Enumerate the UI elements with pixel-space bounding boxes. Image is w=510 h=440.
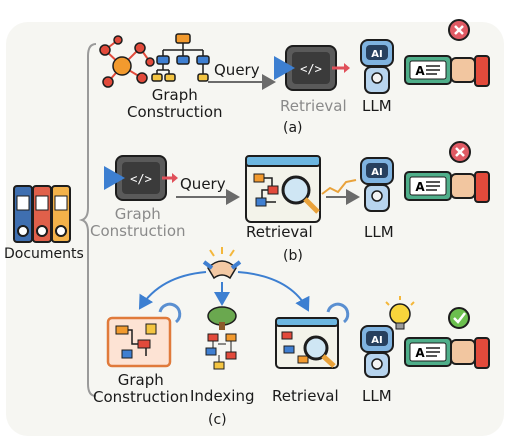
caption-a: (a) — [283, 120, 303, 136]
arrow-to-retrieval-c — [237, 271, 310, 312]
retrieval-window-icon-c — [275, 302, 350, 369]
graph-construction-text-b: Graph Construction — [90, 205, 186, 240]
graph-construction-text-a: Graph Construction — [127, 86, 223, 121]
svg-text:AI: AI — [371, 167, 382, 178]
query-label-a: Query — [214, 61, 260, 79]
svg-text:AI: AI — [371, 49, 382, 60]
answer-card-icon-a: A — [404, 19, 490, 87]
cropped-top-text — [80, 0, 500, 8]
answer-card-icon-c: A — [404, 307, 490, 369]
llm-label-c: LLM — [362, 387, 392, 405]
robot-ai-icon-a: AI — [360, 39, 394, 94]
knowledge-graph-icon — [99, 35, 155, 88]
caption-c: (c) — [208, 412, 227, 428]
caption-b: (b) — [283, 248, 303, 264]
code-block-icon-b: </> — [104, 155, 178, 201]
arrow-to-graph-c — [138, 271, 207, 310]
retrieval-label-a: Retrieval — [280, 97, 347, 115]
index-graph-icon — [205, 333, 237, 370]
graph-construction-label-c: Graph Construction — [93, 372, 189, 406]
handshake-icon — [202, 247, 242, 280]
svg-text:AI: AI — [371, 335, 382, 346]
robot-ai-icon-b: AI — [360, 157, 394, 212]
curly-brace — [78, 43, 97, 397]
retrieval-window-icon-b — [245, 155, 321, 223]
retrieval-label-c: Retrieval — [272, 387, 339, 405]
svg-text:A: A — [415, 346, 425, 360]
llm-label-a: LLM — [362, 97, 392, 115]
graph-construction-label-b: Graph Construction — [90, 206, 186, 240]
tree-icon — [207, 306, 237, 330]
sparkline-b — [321, 179, 357, 195]
lightbulb-icon — [385, 296, 415, 330]
graph-construction-text-c: Graph Construction — [93, 371, 189, 406]
hierarchy-tree-icon — [151, 33, 210, 82]
svg-text:A: A — [415, 64, 425, 78]
svg-text:</>: </> — [300, 62, 322, 76]
retrieval-label-b: Retrieval — [246, 223, 313, 241]
svg-text:A: A — [415, 180, 425, 194]
llm-label-b: LLM — [364, 223, 394, 241]
indexing-label-c: Indexing — [190, 387, 255, 405]
code-block-icon: </> — [274, 45, 350, 91]
graph-construction-label-a: Graph Construction — [127, 87, 223, 121]
query-label-b: Query — [180, 175, 226, 193]
robot-ai-icon-c: AI — [360, 325, 394, 378]
svg-text:</>: </> — [130, 172, 152, 186]
answer-card-icon-b: A — [404, 141, 490, 203]
documents-binders-icon — [13, 185, 71, 243]
graph-construction-box-c — [106, 302, 182, 368]
documents-label: Documents — [4, 246, 84, 262]
